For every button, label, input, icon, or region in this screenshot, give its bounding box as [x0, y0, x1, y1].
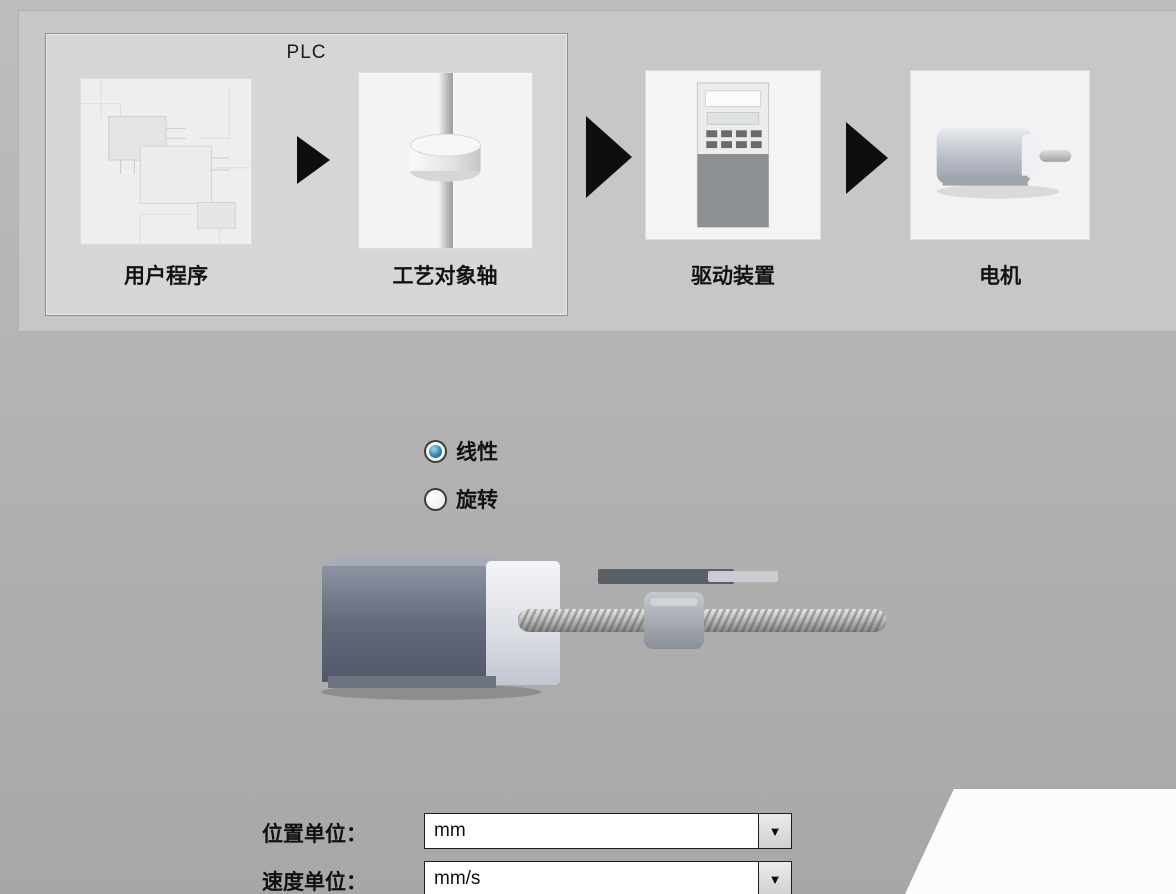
motor-label: 电机 — [979, 265, 1021, 288]
motor-ballscrew-image — [321, 557, 886, 700]
radio-button-rotary[interactable] — [424, 487, 447, 511]
position-unit-label: 位置单位： — [262, 823, 367, 846]
velocity-unit-dropdown-button[interactable]: ▼ — [758, 862, 791, 894]
chevron-down-icon: ▼ — [768, 823, 782, 839]
user-program-tile — [80, 78, 252, 245]
chevron-down-icon: ▼ — [768, 871, 782, 887]
drive-device-tile — [645, 70, 821, 240]
drive-device-image — [646, 71, 820, 239]
radio-linear-label: 线性 — [456, 441, 498, 464]
user-program-image — [81, 79, 251, 244]
velocity-unit-value: mm/s — [434, 868, 481, 889]
motor-tile — [910, 70, 1090, 240]
position-unit-value: mm — [434, 820, 466, 841]
technology-object-axis-image — [359, 73, 532, 248]
velocity-unit-label: 速度单位： — [262, 871, 367, 894]
background-sheet-corner — [905, 789, 1176, 894]
user-program-label: 用户程序 — [124, 265, 208, 288]
flow-arrow-icon — [846, 122, 888, 194]
radio-button-linear[interactable] — [424, 439, 447, 463]
plc-label: PLC — [286, 42, 327, 63]
technology-object-axis-label: 工艺对象轴 — [392, 265, 498, 288]
flow-arrow-icon — [297, 136, 330, 184]
velocity-unit-select[interactable]: mm/s ▼ — [424, 861, 792, 894]
position-unit-select[interactable]: mm ▼ — [424, 813, 792, 849]
technology-object-axis-tile — [358, 72, 533, 249]
radio-rotary[interactable]: 旋转 — [424, 486, 498, 512]
motor-image — [911, 71, 1089, 239]
drive-device-label: 驱动装置 — [691, 265, 775, 288]
linear-axis-illustration — [316, 552, 892, 704]
flow-arrow-icon — [586, 116, 632, 198]
radio-linear[interactable]: 线性 — [424, 438, 498, 464]
radio-rotary-label: 旋转 — [456, 489, 498, 512]
position-unit-dropdown-button[interactable]: ▼ — [758, 814, 791, 848]
